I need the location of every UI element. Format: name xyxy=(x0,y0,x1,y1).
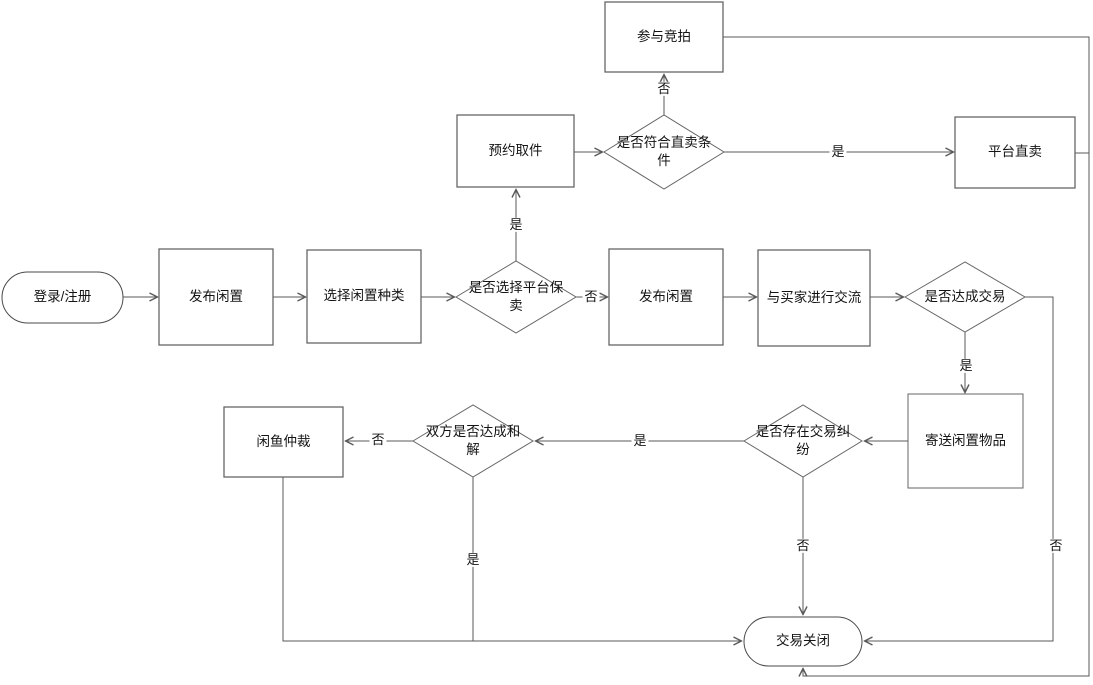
node-publish-idle-right: 发布闲置 xyxy=(639,288,693,304)
edge-label-deal-yes: 是 xyxy=(957,357,975,374)
edge-label-reconcile-no: 否 xyxy=(369,431,387,448)
edge-label-deal-no: 否 xyxy=(1047,537,1065,554)
shape-chatbuyer xyxy=(757,249,871,347)
shape-shipitem xyxy=(907,393,1024,489)
connector-arbitration-closed xyxy=(282,477,741,641)
shape-pickup xyxy=(456,114,575,188)
shape-dealq-diamond xyxy=(904,261,1026,333)
shape-choosetype xyxy=(306,249,422,344)
node-ship-idle-item: 寄送闲置物品 xyxy=(925,432,1006,448)
node-platform-direct-sale: 平台直卖 xyxy=(988,144,1042,160)
connector-auction-closed-loop xyxy=(723,36,1090,676)
edge-label-dispute-no: 否 xyxy=(794,537,812,554)
node-choose-idle-category: 选择闲置种类 xyxy=(323,288,405,304)
shape-group xyxy=(1,1,1076,667)
decision-deal-reached: 是否达成交易 xyxy=(924,288,1006,304)
edge-label-direct-yes: 是 xyxy=(829,143,847,160)
node-reserve-pickup: 预约取件 xyxy=(488,142,543,158)
shape-consignq-diamond xyxy=(455,260,577,334)
node-xianyu-arbitration: 闲鱼仲裁 xyxy=(256,433,311,449)
shape-directq-diamond xyxy=(603,114,725,190)
edge-label-reconcile-yes: 是 xyxy=(464,551,482,568)
shape-publish2 xyxy=(608,248,724,346)
shape-directsale xyxy=(954,116,1076,189)
edge-label-dispute-yes: 是 xyxy=(631,432,649,449)
decision-trade-dispute: 是否存在交易纠纷 xyxy=(755,423,851,457)
edge-label-direct-no: 否 xyxy=(655,80,673,97)
shape-arbitration xyxy=(223,406,344,478)
node-publish-idle-left: 发布闲置 xyxy=(189,288,243,304)
node-login-register: 登录/注册 xyxy=(33,289,92,305)
edge-label-consign-no: 否 xyxy=(582,288,600,305)
connector-dealq-closed xyxy=(865,296,1054,641)
decision-direct-sale-eligible: 是否符合直卖条件 xyxy=(616,134,712,168)
node-chat-with-buyer: 与买家进行交流 xyxy=(766,289,862,305)
shape-auction xyxy=(604,1,724,73)
decision-reconciliation: 双方是否达成和解 xyxy=(425,423,521,457)
shape-closed-terminator xyxy=(743,616,863,667)
connector-group xyxy=(123,36,1090,676)
node-trade-closed: 交易关闭 xyxy=(776,633,830,649)
shape-reconcileq-diamond xyxy=(412,404,534,478)
decision-platform-consignment: 是否选择平台保卖 xyxy=(468,279,564,313)
shape-login-terminator xyxy=(1,271,124,324)
edge-label-consign-yes: 是 xyxy=(507,216,525,233)
node-join-auction: 参与竞拍 xyxy=(637,28,691,44)
shape-publish1 xyxy=(158,248,274,346)
shape-disputeq-diamond xyxy=(743,404,863,478)
